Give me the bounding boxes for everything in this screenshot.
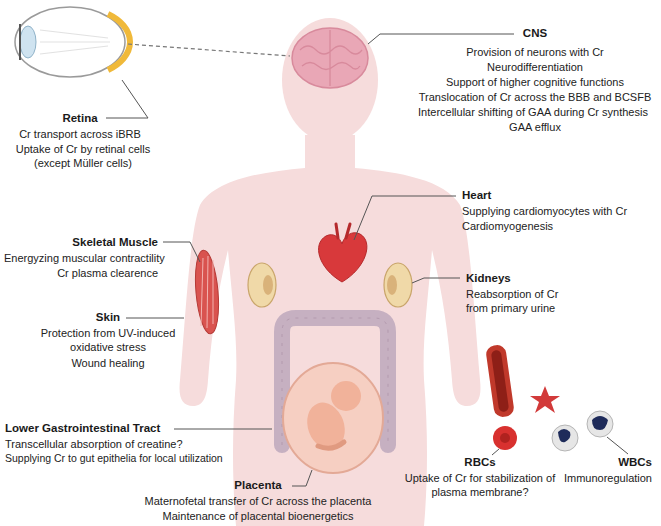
organ-heading: Skin [96, 310, 120, 325]
white-blood-cell [552, 425, 578, 451]
leader-line [380, 34, 514, 35]
retina-band [108, 14, 130, 70]
function-text: Maternofetal transfer of Cr across the p… [145, 494, 372, 508]
eye-lens [20, 26, 36, 58]
brain-folds [300, 30, 362, 86]
function-text: Reabsorption of Cr from primary urine [466, 287, 576, 316]
function-text: Transcellular absorption of creatine? [5, 437, 183, 451]
red-blood-cell [493, 426, 517, 450]
leader-line [126, 318, 184, 319]
organ-heading: Placenta [234, 478, 281, 493]
function-text: Intercellular shifting of GAA during Cr … [418, 105, 648, 119]
white-blood-cell [587, 411, 613, 437]
kidney-pelvis [387, 275, 397, 295]
organ-heading: Skeletal Muscle [72, 235, 158, 250]
rbc-center [500, 433, 510, 443]
function-text: Supplying cardiomyocytes with Cr [462, 204, 627, 218]
function-text: Cr plasma clearence [57, 266, 158, 280]
leader-line [292, 470, 312, 486]
organ-heading: Heart [462, 188, 491, 203]
wbc-nucleus [558, 429, 570, 442]
function-text: Energyzing muscular contractility [4, 251, 165, 265]
blood-vessel [485, 344, 515, 418]
leader-line [163, 242, 200, 262]
kidney-right [384, 263, 412, 307]
head-silhouette [282, 18, 378, 142]
organ-heading: Retina [62, 111, 97, 126]
leader-line [412, 278, 460, 283]
kidney-pelvis [263, 275, 273, 295]
organ-heading: Lower Gastrointestinal Tract [5, 421, 160, 436]
leader-line [174, 429, 272, 430]
eye-fibres [40, 30, 110, 54]
function-text: GAA efflux [509, 120, 561, 134]
function-text: Cardiomyogenesis [462, 219, 553, 233]
brain [292, 28, 368, 88]
fetus-limb [318, 442, 344, 448]
heart [319, 233, 367, 282]
leader-line [607, 437, 628, 454]
function-text: Uptake of Cr by retinal cells (except Mü… [4, 142, 162, 171]
function-text: Translocation of Cr across the BBB and B… [419, 90, 652, 104]
leader-line [354, 196, 456, 240]
function-text: Maintenance of placental bioenergetics [163, 509, 354, 523]
function-text: Wound healing [71, 356, 144, 370]
function-text: Supplying Cr to gut epithelia for local … [5, 452, 223, 466]
function-text: Protection from UV-induced oxidative str… [33, 326, 183, 355]
leader-line [368, 34, 380, 44]
function-text: Neurodifferentiation [487, 60, 583, 74]
eye-brain-dash [128, 44, 290, 56]
function-text: Support of higher cognitive functions [446, 75, 624, 89]
muscle-fibres [201, 256, 213, 328]
wbc-nucleus [592, 416, 608, 430]
function-text: Immunoregulation [564, 471, 652, 485]
vessel-lumen [491, 350, 510, 413]
muscle [192, 249, 221, 335]
organ-heading: WBCs [618, 455, 652, 470]
organ-heading: Kidneys [466, 271, 511, 286]
leader-line [492, 449, 499, 455]
kidney-left [248, 263, 276, 307]
function-text: Cr transport across iBRB [19, 127, 141, 141]
fetus-body [301, 397, 351, 454]
organ-heading: CNS [523, 26, 547, 41]
body-silhouette [180, 135, 481, 526]
fetus-head [331, 381, 361, 411]
leader-line [106, 80, 148, 118]
function-text: Provision of neurons with Cr [466, 45, 604, 59]
function-text: Uptake of Cr for stabilization of plasma… [393, 471, 568, 500]
eye-iris [19, 24, 21, 60]
platelet [530, 386, 560, 413]
uterus [283, 363, 383, 473]
heart-vessels [336, 224, 350, 238]
organ-heading: RBCs [464, 455, 495, 470]
